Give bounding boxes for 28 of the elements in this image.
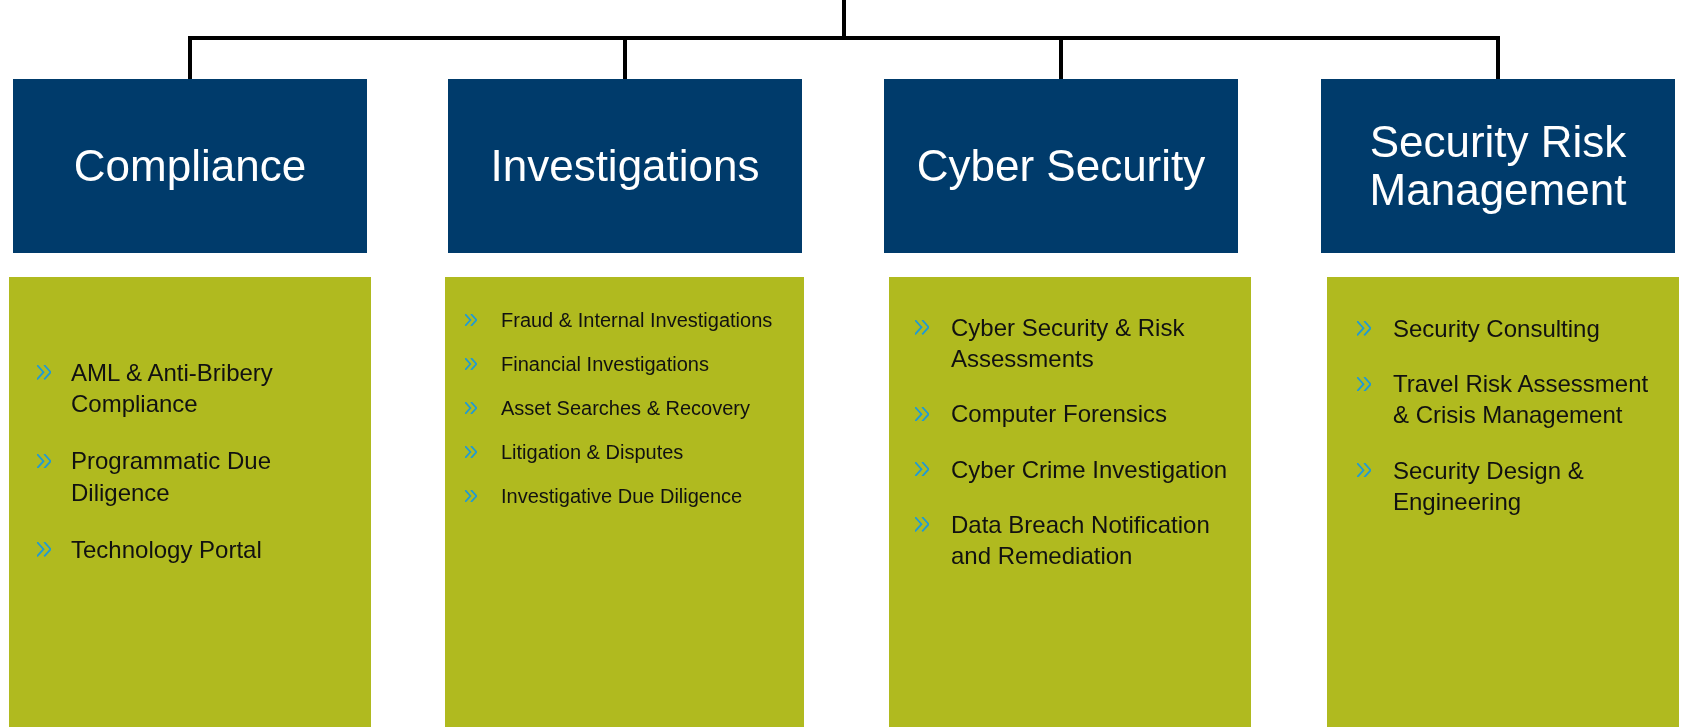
category-box bbox=[448, 79, 802, 253]
category-title: Cyber Security bbox=[916, 141, 1206, 191]
connector-line bbox=[842, 0, 1500, 79]
category-box bbox=[1321, 79, 1675, 253]
service-panel bbox=[1327, 277, 1679, 727]
service-item: Litigation & Disputes bbox=[501, 440, 685, 465]
service-item: Programmatic Due Diligence bbox=[71, 446, 273, 508]
category-title: Security Risk Management bbox=[1368, 117, 1628, 215]
service-item: Computer Forensics bbox=[951, 399, 1169, 430]
service-item: Fraud & Internal Investigations bbox=[501, 308, 774, 333]
service-panel bbox=[889, 277, 1251, 727]
category-box bbox=[13, 79, 367, 253]
service-item: Travel Risk Assessment & Crisis Management bbox=[1393, 369, 1650, 431]
service-item: Technology Portal bbox=[71, 534, 263, 565]
service-item: Cyber Crime Investigation bbox=[951, 454, 1229, 485]
service-item: Data Breach Notification and Remediation bbox=[951, 509, 1211, 571]
service-item: Asset Searches & Recovery bbox=[501, 396, 751, 421]
service-panel bbox=[445, 277, 804, 727]
service-item: Cyber Security & Risk Assessments bbox=[951, 313, 1186, 375]
category-title: Compliance bbox=[73, 141, 307, 191]
service-item: Financial Investigations bbox=[501, 352, 710, 377]
service-item: Investigative Due Diligence bbox=[501, 484, 744, 509]
category-box bbox=[884, 79, 1238, 253]
service-item: Security Design & Engineering bbox=[1393, 455, 1585, 517]
service-item: Security Consulting bbox=[1393, 314, 1601, 344]
category-title: Investigations bbox=[490, 141, 760, 191]
service-item: AML & Anti-Bribery Compliance bbox=[71, 358, 274, 420]
service-panel bbox=[9, 277, 371, 727]
